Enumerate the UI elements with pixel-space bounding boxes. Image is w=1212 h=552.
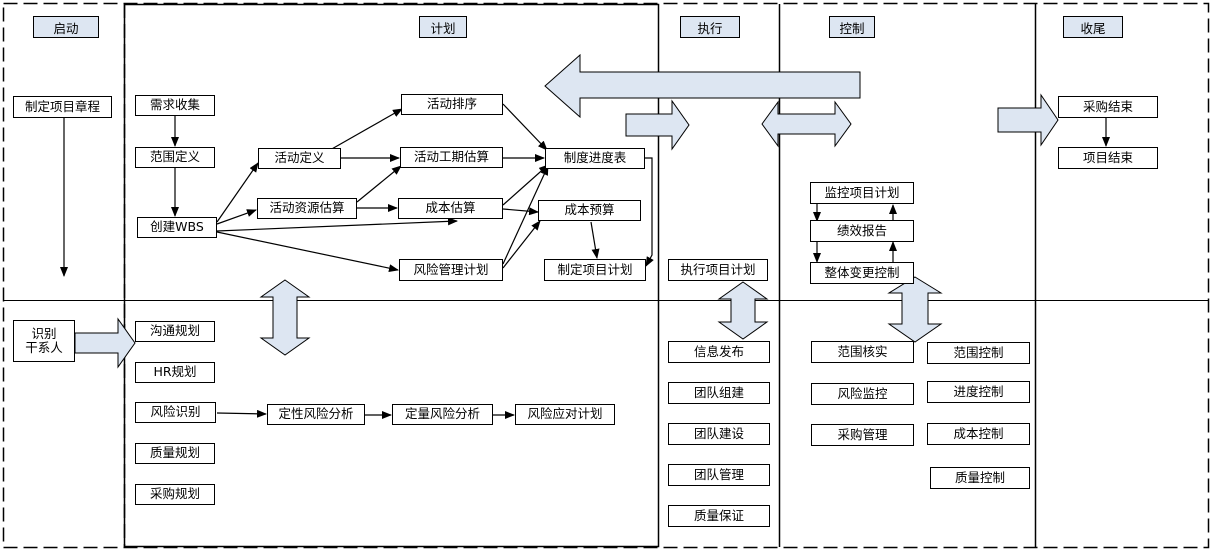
connector-schedule-pmplan [645, 157, 654, 267]
connector-risk-schedule [502, 165, 549, 265]
performance-report-box: 绩效报告 [810, 220, 914, 242]
identify-stakeholders-box: 识别 干系人 [13, 320, 75, 362]
connector-sequence-schedule [502, 103, 548, 151]
connector-cost-schedule [502, 164, 549, 206]
connector-wbs-resource [216, 209, 257, 225]
plan-procurements-box: 采购规划 [135, 484, 215, 505]
verify-scope-box: 范围核实 [811, 341, 914, 363]
close-procurements-box: 采购结束 [1058, 96, 1158, 118]
plan-communications-box: 沟通规划 [135, 321, 215, 342]
quality-control-box: 质量控制 [930, 467, 1030, 489]
connector-wbs-cost [216, 217, 458, 232]
monitor-control-box: 监控项目计划 [810, 182, 914, 204]
develop-team-box: 团队建设 [668, 423, 770, 445]
connector-wbs-risk [216, 231, 399, 273]
collect-requirements-box: 需求收集 [135, 95, 215, 116]
close-project-box: 项目结束 [1058, 147, 1158, 169]
control-double-arrow [761, 100, 852, 148]
create-wbs-box: 创建WBS [137, 217, 217, 238]
phase-executing: 执行 [680, 16, 740, 38]
integrated-change-box: 整体变更控制 [810, 262, 914, 284]
connector-risk-budget [502, 220, 541, 269]
executing-flow-arrow [625, 99, 690, 151]
plan-quality-box: 质量规划 [135, 443, 215, 464]
executing-vertical-arrow [717, 281, 769, 340]
estimate-durations-box: 活动工期估算 [400, 147, 503, 168]
phase-planning: 计划 [419, 16, 467, 38]
define-activities-box: 活动定义 [258, 148, 341, 169]
connector-define-sequence [329, 108, 403, 151]
identify-stakeholders-line2: 干系人 [25, 340, 63, 355]
phase-controlling: 控制 [829, 16, 875, 38]
phase-initiating: 启动 [33, 16, 99, 38]
acquire-team-box: 团队组建 [668, 382, 770, 404]
control-schedule-box: 进度控制 [927, 381, 1030, 403]
direct-manage-box: 执行项目计划 [668, 259, 768, 281]
monitor-risks-box: 风险监控 [811, 383, 914, 405]
phase-closing: 收尾 [1063, 16, 1123, 38]
connector-wbs-define [216, 162, 259, 223]
control-costs-box: 成本控制 [927, 423, 1030, 445]
planning-vertical-arrow [259, 279, 311, 356]
connector-resource-duration [356, 165, 402, 203]
sequence-activities-box: 活动排序 [401, 94, 503, 115]
closing-flow-arrow [997, 93, 1059, 147]
develop-schedule-box: 制度进度表 [545, 148, 645, 169]
controlling-vertical-arrow [887, 276, 943, 343]
plan-hr-box: HR规划 [135, 362, 215, 383]
develop-charter-box: 制定项目章程 [13, 96, 112, 118]
distribute-info-box: 信息发布 [668, 341, 770, 363]
quantitative-risk-box: 定量风险分析 [392, 404, 493, 425]
stakeholder-arrow [74, 317, 136, 369]
estimate-costs-box: 成本估算 [398, 198, 503, 219]
qualitative-risk-box: 定性风险分析 [267, 404, 365, 425]
develop-pm-plan-box: 制定项目计划 [544, 259, 646, 281]
estimate-resources-box: 活动资源估算 [257, 198, 357, 219]
connector-risk-qualitative [216, 409, 267, 418]
determine-budget-box: 成本预算 [538, 200, 641, 221]
manage-team-box: 团队管理 [668, 464, 770, 486]
connector-cost-budget [502, 207, 539, 216]
plan-risk-responses-box: 风险应对计划 [515, 404, 615, 425]
control-scope-box: 范围控制 [927, 342, 1030, 364]
identify-risks-box: 风险识别 [135, 402, 216, 423]
plan-risk-management-box: 风险管理计划 [399, 259, 503, 281]
feedback-arrow [544, 53, 861, 119]
administer-procurements-box: 采购管理 [811, 424, 914, 446]
identify-stakeholders-line1: 识别 [31, 325, 57, 341]
define-scope-box: 范围定义 [135, 147, 215, 168]
connector-budget-pmplan [590, 221, 600, 259]
quality-assurance-box: 质量保证 [668, 505, 770, 527]
